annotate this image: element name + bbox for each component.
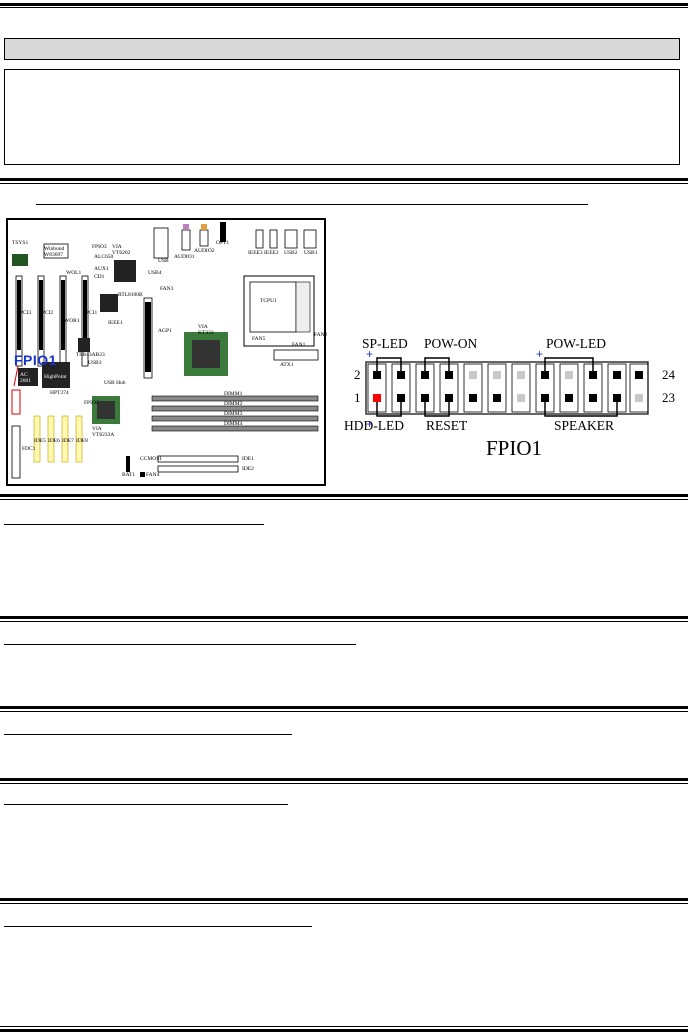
label-pci3: PCI3: [20, 310, 32, 316]
pin-number-2: 2: [354, 367, 361, 382]
label-bat1: BAT1: [122, 472, 136, 478]
section-heading-bar: [4, 38, 680, 60]
label-fan3: FAN3: [160, 286, 174, 292]
speaker-label: SPEAKER: [554, 418, 615, 433]
label-hpt374: HPT374: [50, 390, 69, 396]
label-wol1: WOL1: [66, 270, 82, 276]
label-via-vt8233a: VIA VT8233A: [92, 426, 115, 438]
label-highpoint: HighPoint: [44, 374, 67, 380]
pin-number-23: 23: [662, 390, 675, 405]
label-ac2001: AC 2001: [20, 372, 31, 384]
section-rule-5-thin: [0, 783, 688, 784]
label-usb-hub: USB Hub: [104, 380, 126, 386]
section-rule-4: [0, 706, 688, 709]
subheading-underline-2: [4, 644, 356, 645]
pin-number-24: 24: [662, 367, 675, 382]
reset-label: RESET: [426, 418, 468, 433]
label-dimm2: DIMM2: [224, 401, 243, 407]
svg-text:+: +: [366, 350, 373, 361]
label-dimm3: DIMM3: [224, 411, 243, 417]
label-audio1: AUDIO1: [174, 254, 195, 260]
hdd-led-label: HDD-LED: [344, 418, 404, 433]
label-fpio2: FPIO2: [84, 400, 99, 406]
label-tsb43ab23: TSB43AB23: [76, 352, 105, 358]
subheading-underline-5: [4, 926, 312, 927]
fpio1-header-diagram: + + +: [365, 350, 649, 431]
label-rtl8100b: RTL8100B: [118, 292, 143, 298]
label-fdc1: FDC1: [22, 446, 36, 452]
label-usb1: USB1: [304, 250, 318, 256]
header-diagram-title: FPIO1: [486, 436, 543, 460]
pin-number-1: 1: [354, 390, 361, 405]
label-via-vt6202: VIA VT6202: [112, 244, 131, 256]
section-rule-1: [0, 178, 688, 181]
motherboard-drawing: [11, 222, 319, 479]
section-rule-5: [0, 778, 688, 781]
label-ieee2: IEEE2: [264, 250, 279, 256]
label-ide7: IDE7: [62, 438, 74, 444]
label-usb2: USB2: [284, 250, 298, 256]
heading-underline: [36, 204, 588, 205]
top-rule-thin: [0, 7, 688, 8]
label-winbond: Winbond W83697: [44, 246, 65, 258]
label-ide5: IDE5: [34, 438, 46, 444]
note-box: [4, 69, 680, 165]
fpio1-callout: FPIO1: [14, 352, 57, 368]
label-usb3: USB3: [88, 360, 102, 366]
label-fan5: FAN5: [252, 336, 266, 342]
label-ide1: IDE1: [242, 456, 254, 462]
label-ide6: IDE6: [48, 438, 60, 444]
label-dimm1: DIMM1: [224, 391, 243, 397]
label-ide2: IDE2: [242, 466, 254, 472]
motherboard-layout: TSYS1 Winbond W83697 FPIO3 VIA VT6202 AL…: [6, 218, 328, 486]
label-aux1: AUX1: [94, 266, 109, 272]
label-atx1: ATX1: [280, 362, 294, 368]
label-fan1: FAN1: [292, 342, 306, 348]
section-rule-1-thin: [0, 183, 688, 184]
section-rule-2-thin: [0, 499, 688, 500]
pow-on-label: POW-ON: [424, 336, 478, 351]
label-pci1: PCI1: [86, 310, 98, 316]
sp-led-label: SP-LED: [362, 336, 408, 351]
section-rule-4-thin: [0, 711, 688, 712]
bottom-rule: [0, 1029, 688, 1032]
pow-led-label: POW-LED: [546, 336, 606, 351]
label-alc650: ALC650: [94, 254, 114, 260]
label-audio2: AUDIO2: [194, 248, 215, 254]
svg-text:+: +: [536, 350, 543, 361]
label-cd1: CD1: [94, 274, 105, 280]
label-agp1: AGP1: [158, 328, 172, 334]
label-opt1: OPT1: [216, 240, 230, 246]
callout-pointer: [13, 366, 19, 387]
section-rule-6-thin: [0, 903, 688, 904]
subheading-underline-1: [4, 524, 264, 525]
top-rule: [0, 3, 688, 6]
section-rule-2: [0, 494, 688, 497]
label-wor1: WOR1: [64, 318, 80, 324]
label-fan2: FAN2: [314, 332, 328, 338]
svg-text:+: +: [366, 417, 373, 431]
label-ieee3: IEEE3: [248, 250, 263, 256]
label-fan4: FAN4: [146, 472, 160, 478]
section-rule-3: [0, 616, 688, 619]
label-via-kt333: VIA KT333: [198, 324, 214, 336]
label-usb4: USB4: [148, 270, 162, 276]
label-ieee1: IEEE1: [108, 320, 123, 326]
subheading-underline-4: [4, 804, 288, 805]
label-ide8: IDE8: [76, 438, 88, 444]
label-ccmos1: CCMOS1: [140, 456, 163, 462]
label-dimm4: DIMM4: [224, 421, 243, 427]
label-pci2: PCI2: [42, 310, 54, 316]
label-tsys1: TSYS1: [12, 240, 29, 246]
label-usb: USB: [158, 258, 169, 264]
label-fpio3: FPIO3: [92, 244, 107, 250]
subheading-underline-3: [4, 734, 292, 735]
section-rule-3-thin: [0, 621, 688, 622]
label-tcpu1: TCPU1: [260, 298, 277, 304]
bottom-rule-thin: [0, 1026, 688, 1027]
section-rule-6: [0, 898, 688, 901]
